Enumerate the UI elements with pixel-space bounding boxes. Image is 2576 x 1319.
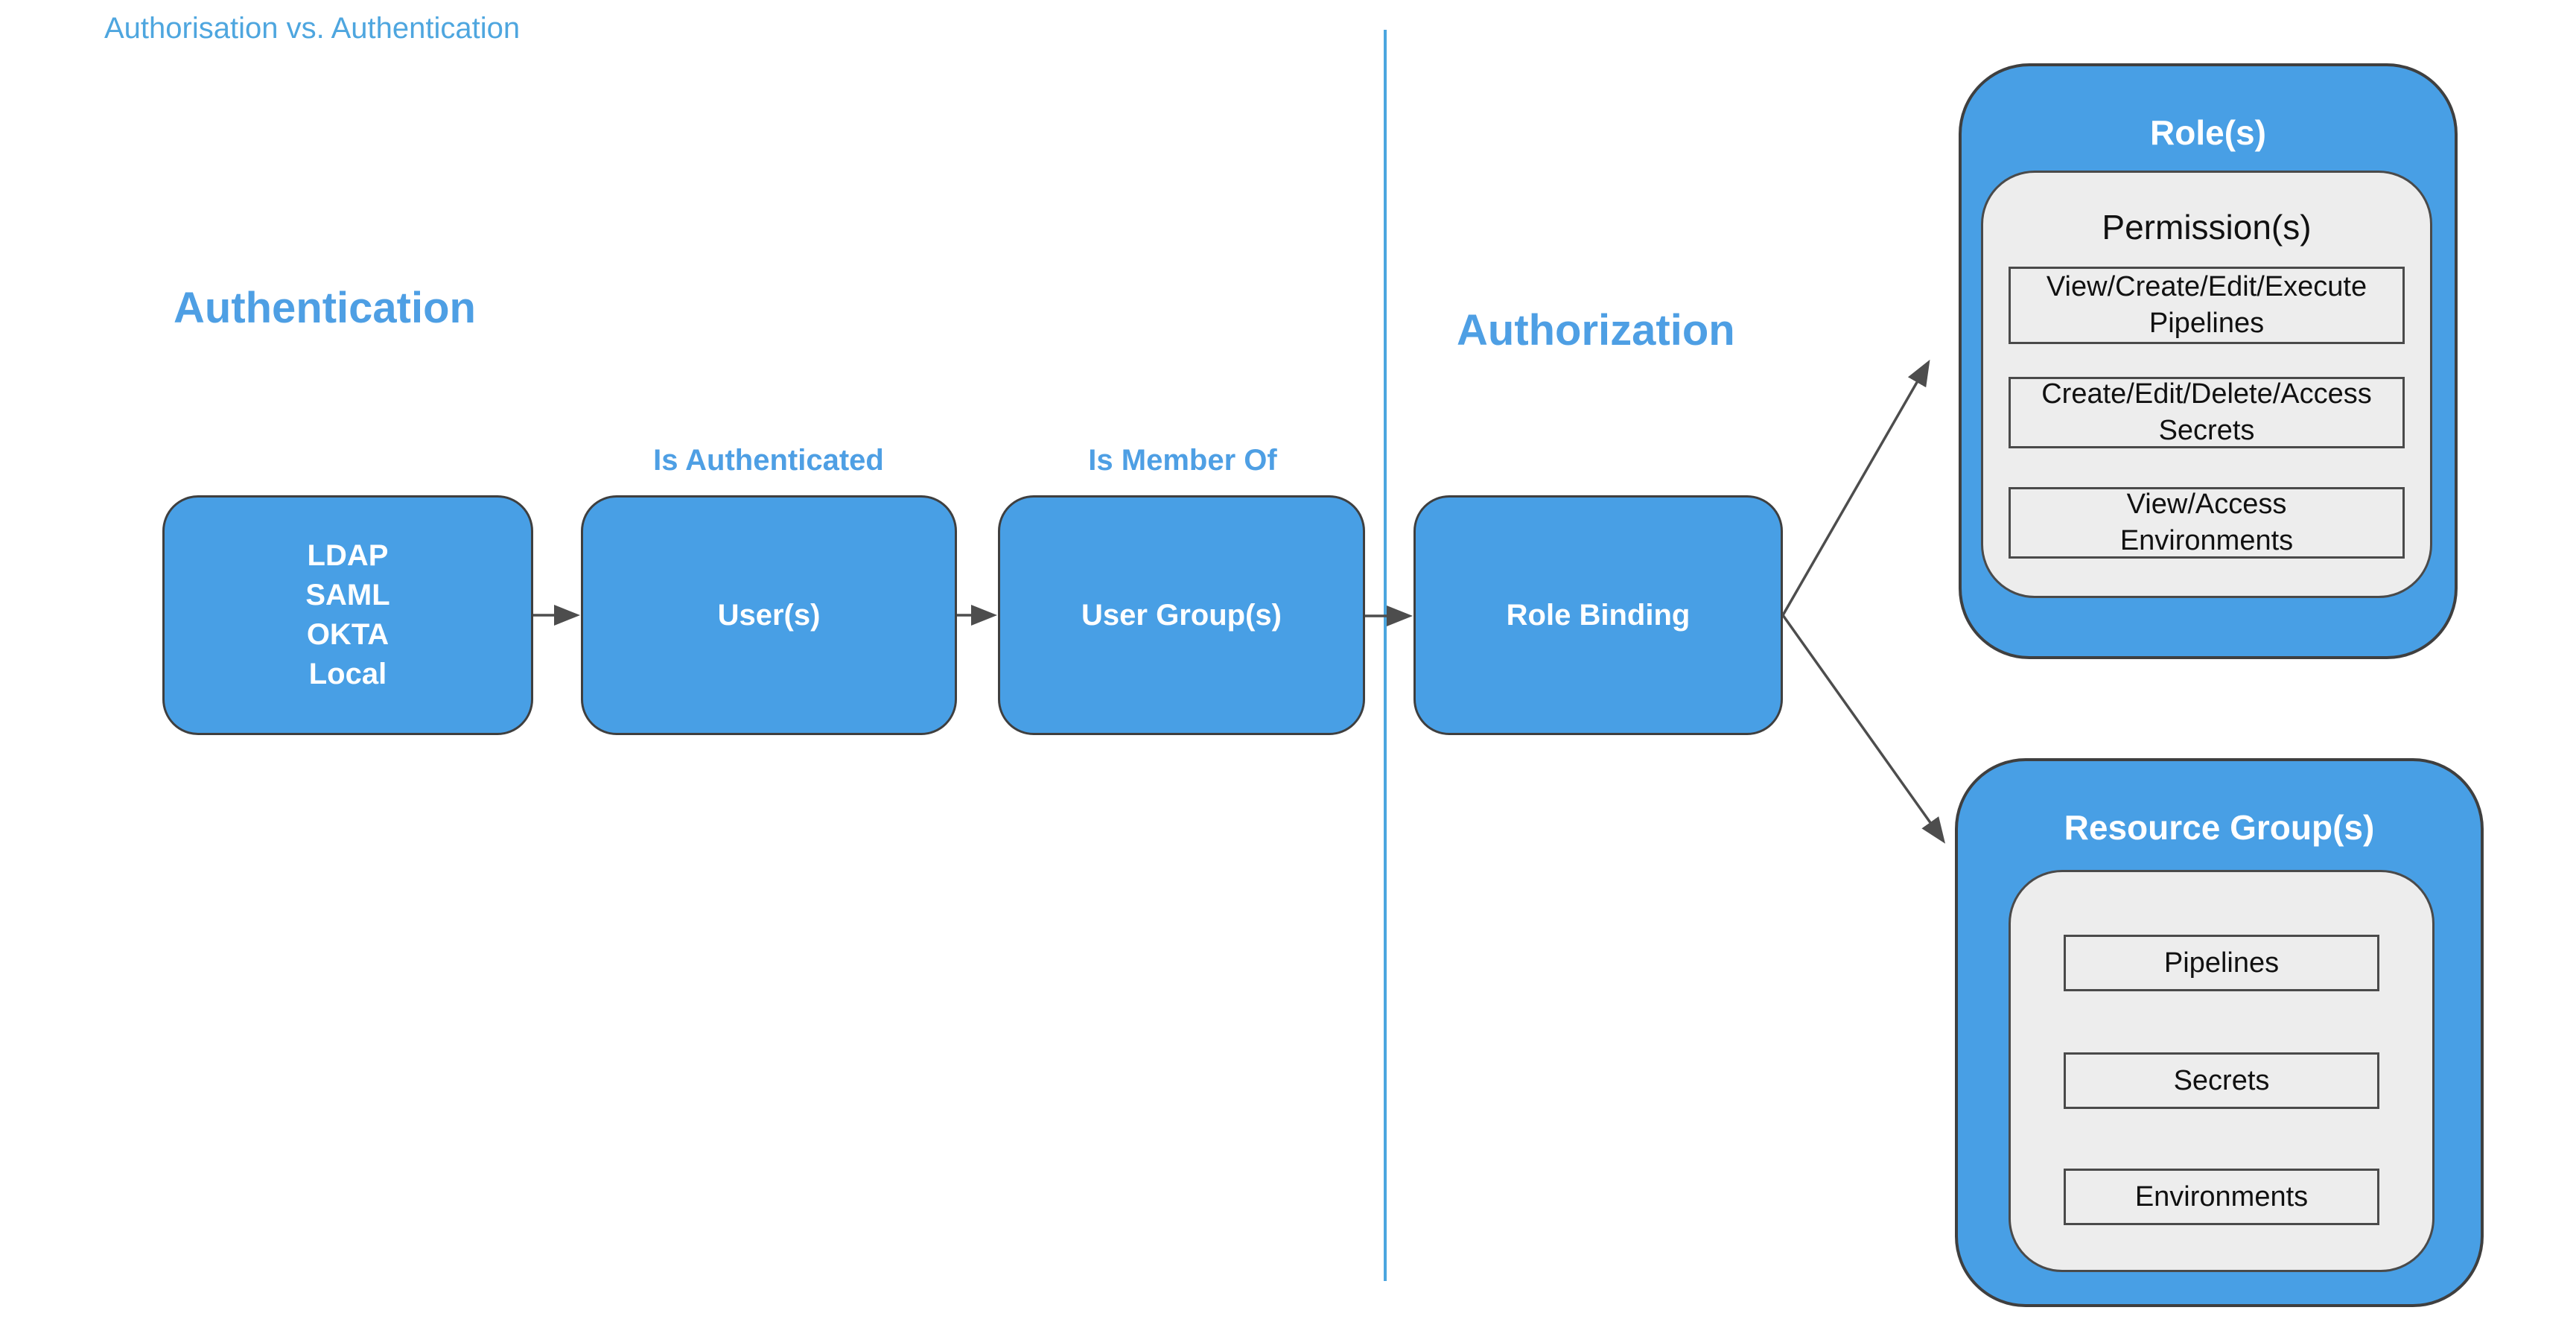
annotation-is-authenticated: Is Authenticated (653, 444, 884, 477)
resource-groups-box: Resource Group(s) Pipelines Secrets Envi… (1955, 758, 2484, 1307)
idp-line-saml: SAML (305, 579, 390, 611)
users-box-label: User(s) (717, 598, 821, 632)
page-title: Authorisation vs. Authentication (104, 12, 521, 45)
annotation-is-member-of: Is Member Of (1088, 444, 1277, 477)
idp-line-ldap: LDAP (307, 539, 389, 572)
permission-item-line: Environments (2119, 525, 2294, 556)
permission-item-pipelines: View/Create/Edit/Execute Pipelines (2009, 267, 2405, 344)
permission-item-line: View/Access (2126, 489, 2287, 521)
role-binding-box: Role Binding (1413, 495, 1783, 735)
roles-title: Role(s) (2150, 113, 2266, 152)
idp-line-okta: OKTA (306, 618, 389, 651)
permissions-panel: Permission(s) View/Create/Edit/Execute P… (1981, 171, 2432, 598)
resource-item-environments: Environments (2064, 1169, 2379, 1225)
resource-item-pipelines: Pipelines (2064, 935, 2379, 991)
section-label-authentication: Authentication (174, 284, 476, 332)
role-binding-box-label: Role Binding (1506, 598, 1691, 632)
permission-item-line: Create/Edit/Delete/Access (2041, 378, 2372, 410)
permission-item-line: View/Create/Edit/Execute (2046, 271, 2367, 303)
roles-box: Role(s) Permission(s) View/Create/Edit/E… (1959, 63, 2458, 659)
idp-line-local: Local (308, 658, 387, 690)
permissions-title: Permission(s) (2102, 208, 2312, 247)
arrow-rolebinding-to-resourcegroups (1781, 614, 1946, 844)
permission-item-environments: View/Access Environments (2009, 487, 2405, 559)
section-label-authorization: Authorization (1457, 306, 1735, 355)
permission-item-line: Secrets (2158, 415, 2255, 446)
arrow-rolebinding-to-roles (1781, 359, 1930, 616)
section-divider-line (1384, 30, 1387, 1281)
user-groups-box: User Group(s) (998, 495, 1365, 735)
identity-providers-box: LDAP SAML OKTA Local (162, 495, 533, 735)
resource-groups-panel: Pipelines Secrets Environments (2009, 870, 2435, 1272)
user-groups-box-label: User Group(s) (1081, 598, 1282, 632)
permission-item-secrets: Create/Edit/Delete/Access Secrets (2009, 377, 2405, 448)
users-box: User(s) (581, 495, 957, 735)
resource-item-secrets: Secrets (2064, 1052, 2379, 1109)
resource-groups-title: Resource Group(s) (2064, 808, 2375, 847)
permission-item-line: Pipelines (2149, 308, 2265, 339)
identity-providers-list: LDAP SAML OKTA Local (305, 536, 389, 694)
